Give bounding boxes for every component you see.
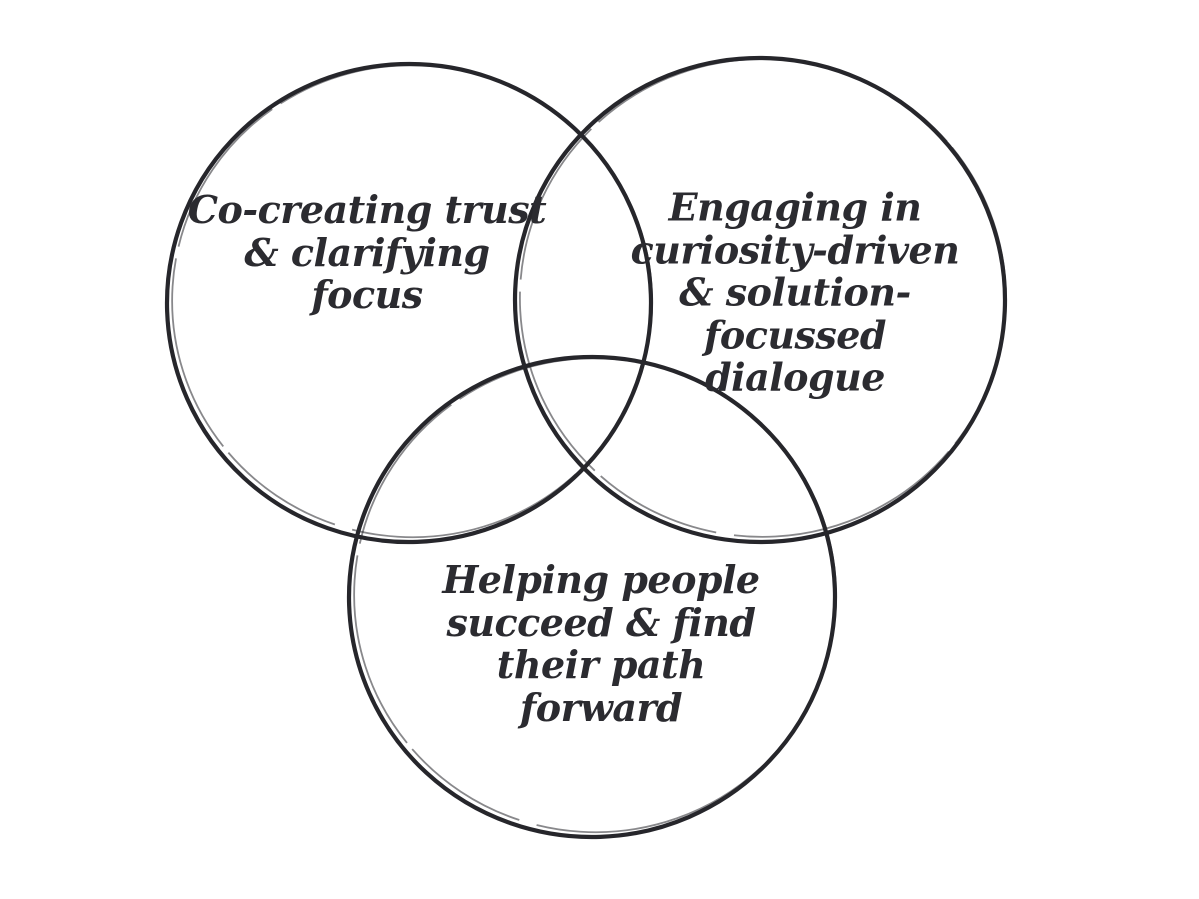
circle-label-line: curiosity-driven: [630, 227, 960, 273]
circle-label-line: Engaging in: [668, 184, 922, 230]
circle-label-line: & clarifying: [244, 229, 490, 275]
circle-label-line: focus: [311, 272, 423, 318]
venn-circle-sketch-trust: [171, 64, 654, 539]
circle-label-line: Co-creating trust: [187, 187, 547, 233]
circle-label-line: Helping people: [442, 556, 760, 602]
venn-circle-trust: [164, 61, 654, 545]
circle-label-line: focussed: [704, 312, 886, 358]
circle-label-line: forward: [519, 684, 683, 730]
circle-label-line: & solution-: [679, 269, 911, 315]
venn-circle-sketch-dialogue: [519, 57, 1007, 538]
circle-label-line: their path: [496, 642, 706, 687]
venn-circle-success: [346, 354, 838, 840]
circle-label-line: dialogue: [705, 354, 885, 400]
venn-circle-sketch-success: [353, 357, 838, 834]
circle-label-line: succeed & find: [446, 599, 756, 645]
